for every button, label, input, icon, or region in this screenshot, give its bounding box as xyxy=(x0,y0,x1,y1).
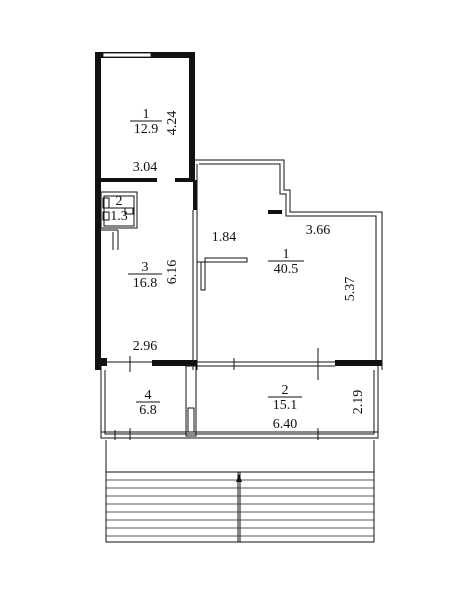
dim-balcony-height: 2.19 xyxy=(351,390,366,415)
main-top-boundary xyxy=(195,159,383,370)
room-area-bath: 1.3 xyxy=(110,209,128,224)
dimension-labels: 4.24 3.04 6.16 2.96 1.84 3.66 5.37 2.19 … xyxy=(133,111,366,432)
room-number-left: 3 xyxy=(142,260,149,275)
window-top xyxy=(102,52,152,58)
room-area-top: 12.9 xyxy=(134,122,159,137)
partition-stub xyxy=(197,257,248,291)
room-number-bath: 2 xyxy=(116,194,123,209)
dim-main-room-height: 5.37 xyxy=(343,277,358,302)
lower-walls xyxy=(95,348,382,380)
balcony-divider-door xyxy=(187,407,195,433)
dim-main-room-width: 3.66 xyxy=(306,223,331,238)
room-number-main: 1 xyxy=(283,247,290,262)
main-walls xyxy=(192,159,383,370)
staircase xyxy=(105,440,375,543)
wall-mid-top-2 xyxy=(175,178,195,182)
room-area-left: 16.8 xyxy=(133,276,158,291)
stair-arrow xyxy=(236,474,242,482)
wall-low-left-a xyxy=(95,358,107,366)
fixture-1 xyxy=(102,197,110,209)
wall-top-right xyxy=(189,52,195,180)
room-labels: 1 12.9 2 1.3 3 16.8 1 40.5 4 6.8 2 15.1 xyxy=(109,107,304,418)
main-top-boundary-inner xyxy=(199,163,377,362)
room-number-bal4: 4 xyxy=(145,388,152,403)
bath-outline xyxy=(100,191,138,229)
wall-left xyxy=(95,52,101,370)
dim-balcony-width: 6.40 xyxy=(273,417,298,432)
dim-top-room-width: 3.04 xyxy=(133,160,158,175)
fixture-2 xyxy=(102,211,110,221)
wall-mid-top xyxy=(101,178,157,182)
dim-left-room-height: 6.16 xyxy=(165,260,180,285)
bath-inner xyxy=(103,195,135,227)
wall-main-left-top xyxy=(193,180,197,210)
room-area-bal4: 6.8 xyxy=(139,403,157,418)
balcony-frame xyxy=(100,366,379,439)
room-area-bal2: 15.1 xyxy=(273,398,298,413)
dim-left-room-width: 2.96 xyxy=(133,339,158,354)
balcony-divider xyxy=(185,365,197,437)
door-mark-main xyxy=(268,210,282,214)
dim-corridor-width: 1.84 xyxy=(212,230,237,245)
bathroom-walls xyxy=(100,191,138,250)
balcony-outlines xyxy=(100,365,379,440)
dim-top-room-height: 4.24 xyxy=(165,111,180,136)
room-number-top: 1 xyxy=(143,107,150,122)
balcony-frame-inner xyxy=(104,370,375,435)
room-number-bal2: 2 xyxy=(282,383,289,398)
outer-walls xyxy=(95,52,195,370)
room-area-main: 40.5 xyxy=(274,262,299,277)
wall-low-right xyxy=(335,360,382,366)
wall-low-left-b xyxy=(152,360,197,366)
